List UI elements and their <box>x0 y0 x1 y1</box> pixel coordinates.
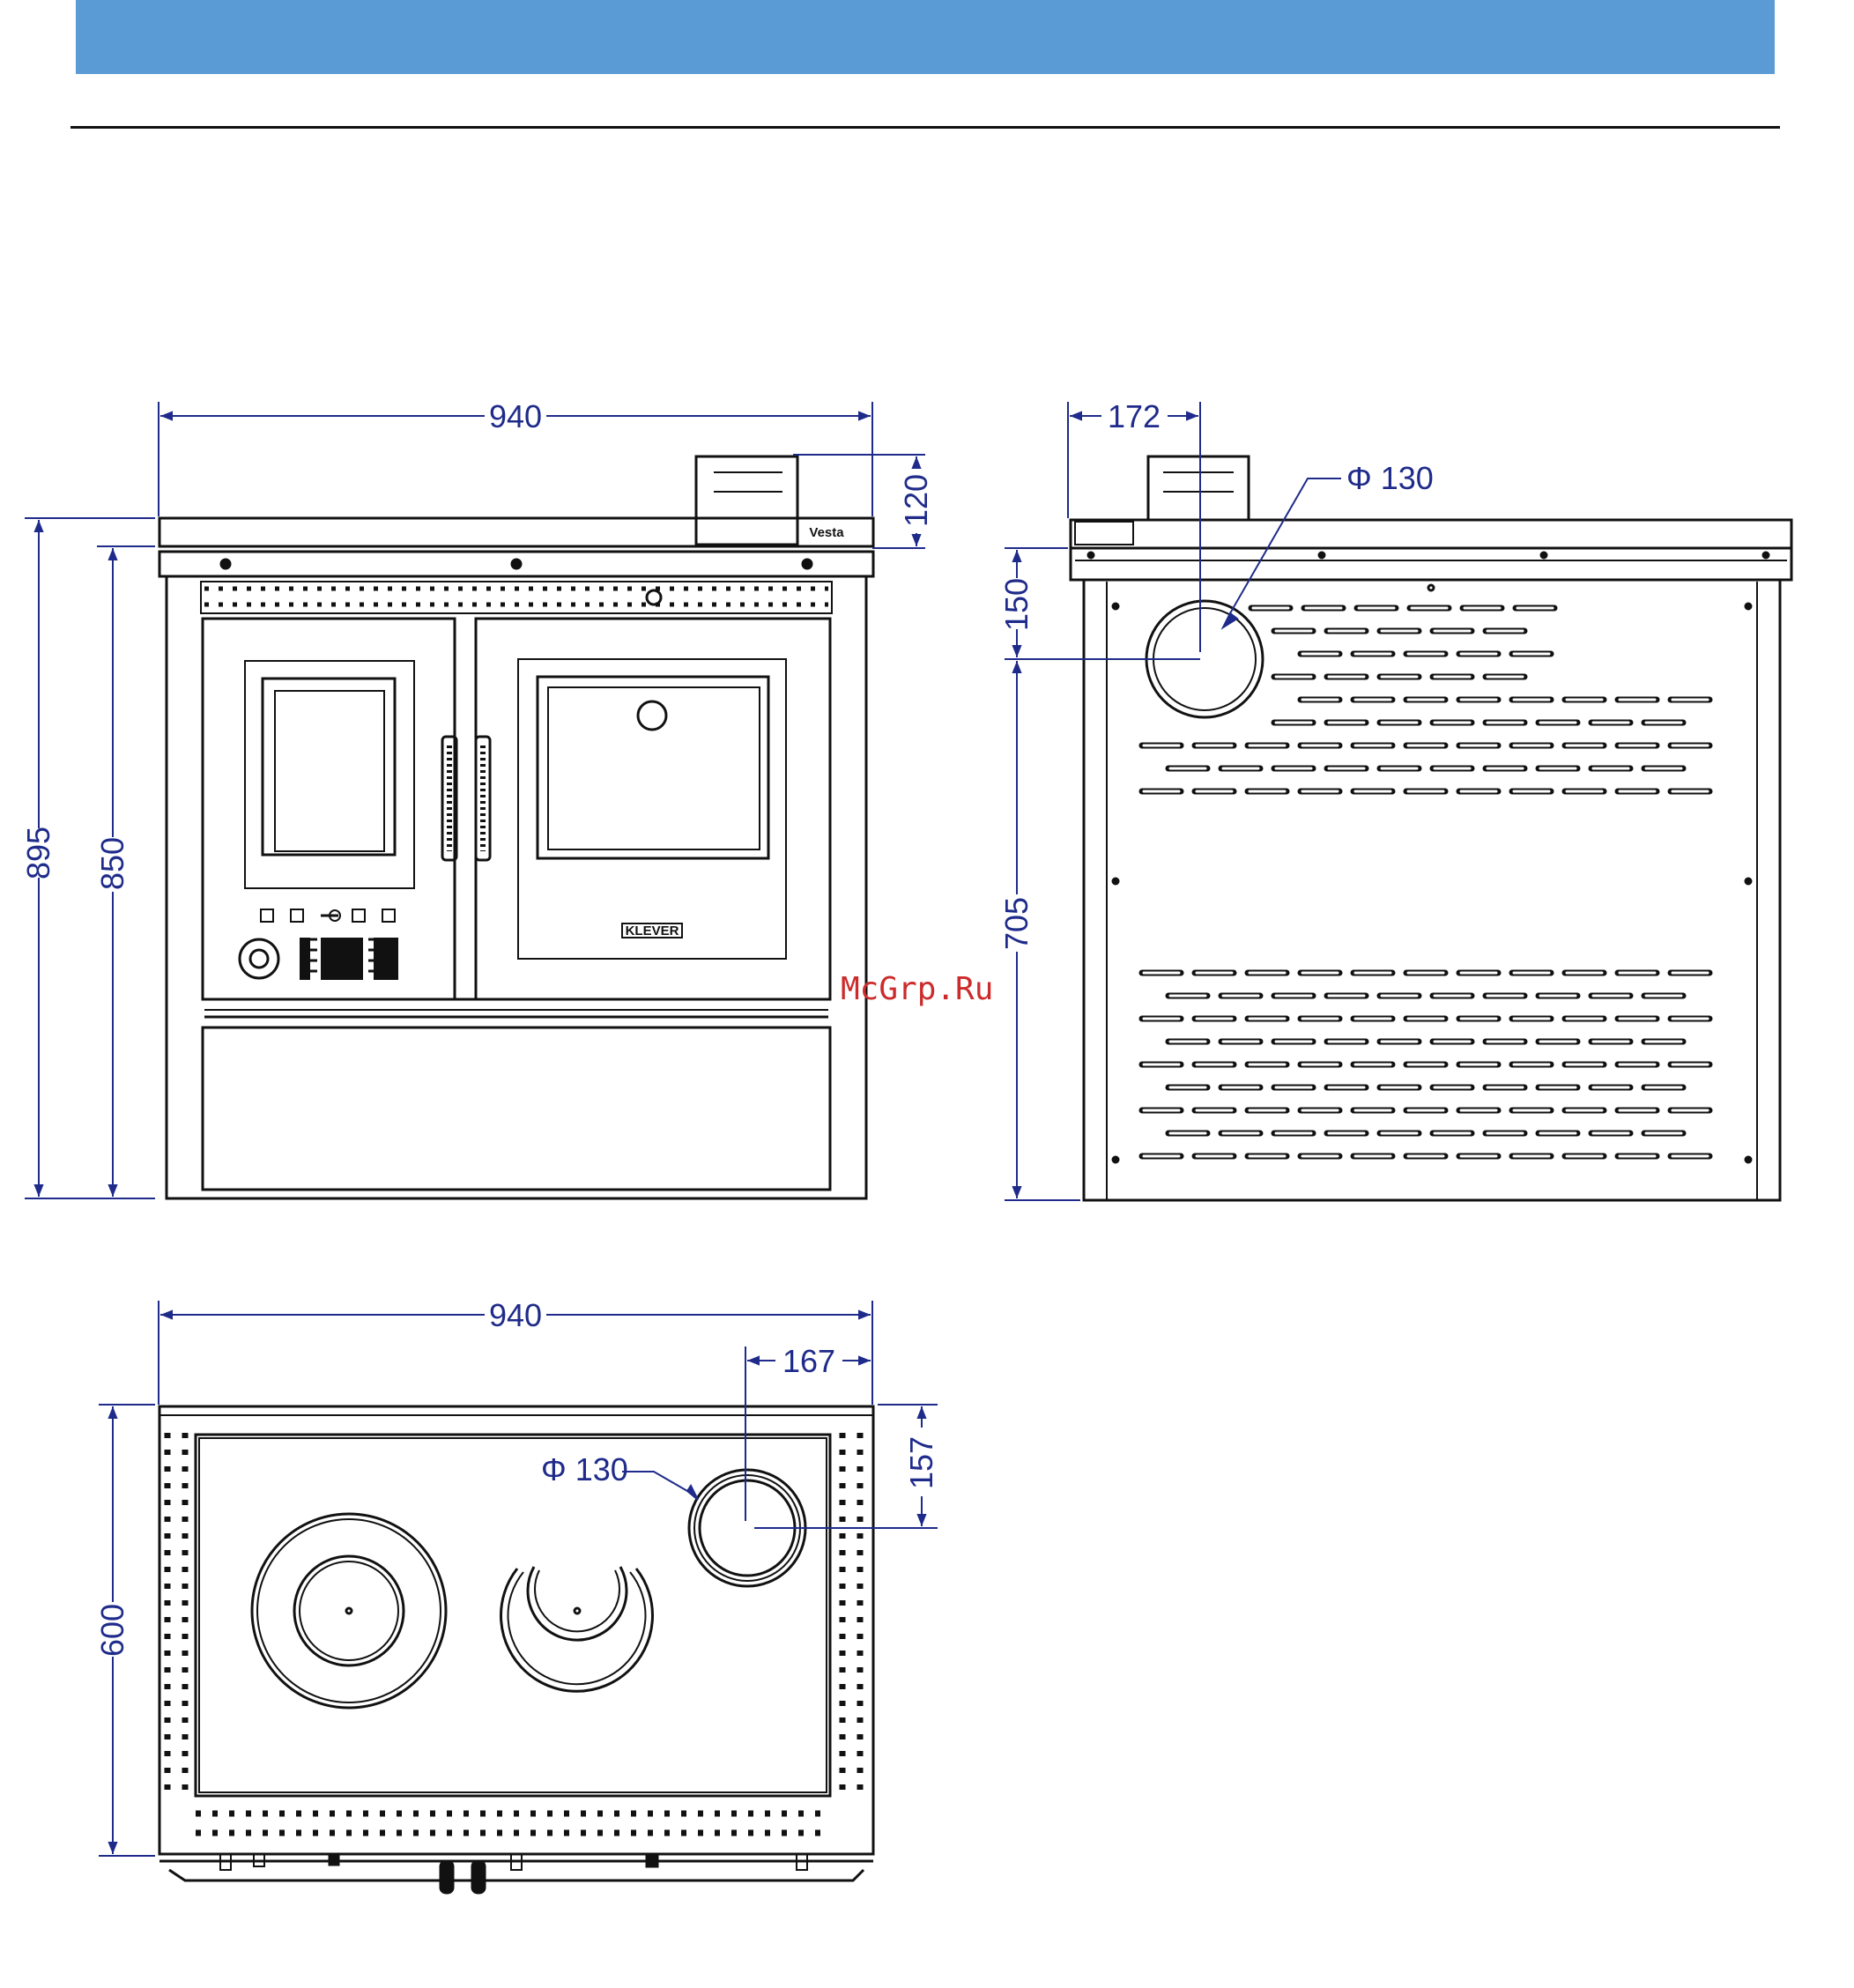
front-flue-height-label: 120 <box>898 474 934 527</box>
front-view <box>159 456 873 1198</box>
side-body <box>1084 580 1780 1200</box>
side-view <box>1071 456 1791 1200</box>
top-width-label: 940 <box>489 1297 542 1333</box>
top-depth-label: 600 <box>94 1604 130 1657</box>
top-view <box>159 1406 873 1893</box>
front-ash-drawer <box>203 1027 830 1190</box>
front-handle-right <box>476 737 490 860</box>
front-width-label: 940 <box>489 398 542 434</box>
top-burner-small <box>501 1569 653 1691</box>
top-hob <box>196 1435 830 1796</box>
top-flue-x-label: 167 <box>782 1343 835 1379</box>
side-flue-pipe <box>1148 456 1249 520</box>
side-flue-offset-label: 172 <box>1108 398 1161 434</box>
side-flue-center-label: 150 <box>998 578 1035 631</box>
watermark-text: McGrp.Ru <box>841 971 993 1007</box>
front-top-plate <box>159 518 873 546</box>
side-top-plate <box>1071 520 1791 548</box>
top-burner-large <box>252 1514 446 1708</box>
top-flue-diameter-label: Φ 130 <box>541 1451 628 1487</box>
front-body-height-label: 850 <box>94 837 130 890</box>
front-flue-pipe <box>696 456 797 545</box>
front-door-brand: KLEVER <box>626 924 679 938</box>
side-flue-height-label: 705 <box>998 897 1035 950</box>
side-dimensions <box>1005 402 1341 1200</box>
side-flue-diameter-label: Φ 130 <box>1346 460 1434 496</box>
front-height-label: 895 <box>20 827 56 879</box>
top-flue-y-label: 157 <box>903 1436 939 1489</box>
front-top-brand: Vesta <box>809 525 844 540</box>
